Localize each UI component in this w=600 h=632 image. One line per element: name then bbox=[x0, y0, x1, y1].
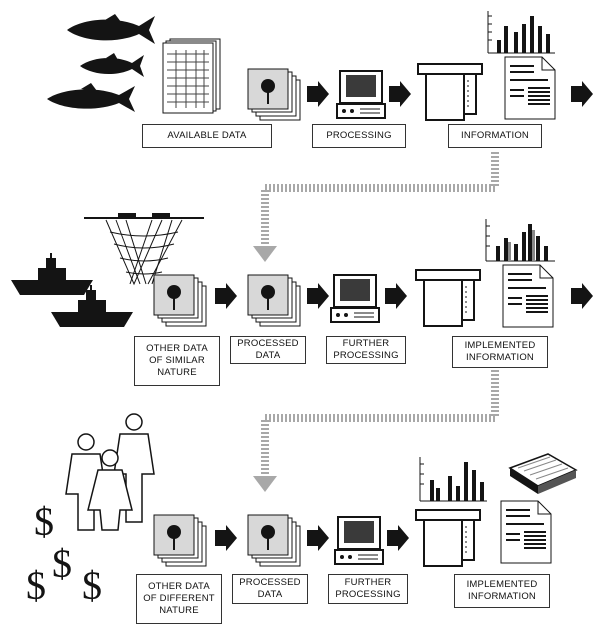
dollar-icon: $ bbox=[82, 563, 102, 608]
label-implemented-information: IMPLEMENTED INFORMATION bbox=[452, 336, 548, 368]
arrow-right-icon bbox=[215, 283, 237, 309]
people-icon bbox=[65, 413, 155, 531]
report-icon bbox=[504, 56, 556, 120]
fish-icon bbox=[47, 83, 135, 112]
label-processed-data: PROCESSED DATA bbox=[232, 574, 308, 604]
label-other-data-similar-nature: OTHER DATA OF SIMILAR NATURE bbox=[134, 336, 220, 386]
data-cards-icon bbox=[247, 274, 301, 327]
dotted-connector-arrowhead bbox=[253, 246, 277, 262]
boat-icon bbox=[51, 285, 133, 327]
bar-chart-icon bbox=[419, 457, 487, 502]
dotted-connector-icon bbox=[261, 152, 499, 478]
fish-icon bbox=[80, 53, 144, 77]
book-icon bbox=[508, 453, 578, 494]
data-cards-icon bbox=[247, 514, 301, 567]
arrow-right-icon bbox=[387, 525, 409, 551]
arrow-right-icon bbox=[389, 81, 411, 107]
label-processed-data: PROCESSED DATA bbox=[230, 336, 306, 364]
arrow-right-icon bbox=[571, 283, 593, 309]
dollar-icon: $ bbox=[52, 541, 72, 586]
arrow-right-icon bbox=[307, 81, 329, 107]
data-cards-icon bbox=[153, 274, 207, 327]
label-information: INFORMATION bbox=[448, 124, 542, 148]
label-further-processing: FURTHER PROCESSING bbox=[328, 574, 408, 604]
arrow-right-icon bbox=[307, 525, 329, 551]
fish-icon bbox=[67, 14, 155, 44]
dotted-connector-arrowhead bbox=[253, 476, 277, 492]
dollar-icon: $ bbox=[34, 499, 54, 544]
dollar-icon: $ bbox=[26, 563, 46, 608]
arrow-right-icon bbox=[307, 283, 329, 309]
printer-icon bbox=[415, 269, 481, 327]
printer-icon bbox=[415, 509, 481, 567]
label-processing: PROCESSING bbox=[312, 124, 406, 148]
label-implemented-information: IMPLEMENTED INFORMATION bbox=[454, 574, 550, 608]
computer-icon bbox=[334, 516, 384, 565]
data-cards-icon bbox=[153, 514, 207, 567]
data-cards-icon bbox=[247, 68, 301, 121]
computer-icon bbox=[330, 274, 380, 323]
arrow-right-icon bbox=[385, 283, 407, 309]
arrow-right-icon bbox=[215, 525, 237, 551]
arrow-right-icon bbox=[571, 81, 593, 107]
label-available-data: AVAILABLE DATA bbox=[142, 124, 272, 148]
bar-chart-icon bbox=[487, 11, 555, 54]
bar-chart-icon bbox=[485, 219, 555, 262]
report-icon bbox=[502, 264, 554, 328]
report-icon bbox=[500, 500, 552, 564]
printer-icon bbox=[417, 63, 483, 121]
spreadsheet-icon bbox=[162, 38, 221, 114]
fishing-net-icon bbox=[84, 213, 204, 286]
label-further-processing: FURTHER PROCESSING bbox=[326, 336, 406, 364]
computer-icon bbox=[336, 70, 386, 119]
label-other-data-different-nature: OTHER DATA OF DIFFERENT NATURE bbox=[136, 574, 222, 624]
boat-icon bbox=[11, 253, 93, 295]
